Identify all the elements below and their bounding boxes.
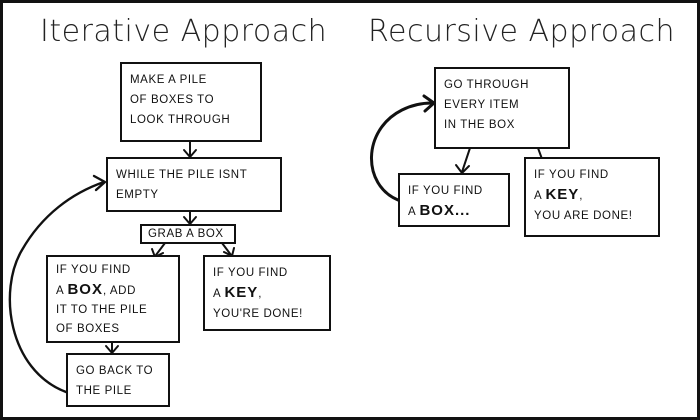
while-pile-box: While the pile isnt empty bbox=[106, 157, 282, 212]
make-pile-box: Make a pile of boxes to look through bbox=[120, 62, 262, 142]
rec-find-key-suffix: , you are done! bbox=[534, 190, 633, 222]
grab-box-box: Grab a box bbox=[140, 224, 236, 244]
rec-find-key-keyword: KEY bbox=[545, 186, 580, 203]
rec-find-key-box: If you find A KEY, you are done! bbox=[524, 157, 660, 237]
recursive-title: Recursive Approach bbox=[368, 14, 676, 49]
go-through-box: Go through every item in the box bbox=[434, 67, 570, 149]
rec-find-box-prefix: If you find A bbox=[408, 185, 483, 218]
iter-find-box-prefix: If you find A bbox=[56, 264, 131, 297]
rec-find-box-keyword: BOX bbox=[419, 202, 455, 219]
iterative-title: Iterative Approach bbox=[40, 14, 328, 49]
iter-find-key-box: If you find A KEY, you're done! bbox=[203, 255, 331, 331]
rec-find-box-suffix: ... bbox=[454, 202, 471, 219]
go-back-box: Go back to the pile bbox=[66, 353, 170, 407]
iter-find-key-suffix: , you're done! bbox=[213, 288, 303, 320]
iter-find-key-keyword: KEY bbox=[224, 284, 259, 301]
iter-find-key-prefix: If you find A bbox=[213, 267, 288, 300]
iter-find-box-box: If you find A BOX, add it to the pile of… bbox=[46, 255, 180, 343]
rec-find-box-box: If you find A BOX... bbox=[398, 173, 510, 227]
rec-find-key-prefix: If you find A bbox=[534, 169, 609, 202]
iter-find-box-keyword: BOX bbox=[67, 281, 103, 298]
iter-find-box-suffix: , add it to the pile of boxes bbox=[56, 285, 148, 335]
